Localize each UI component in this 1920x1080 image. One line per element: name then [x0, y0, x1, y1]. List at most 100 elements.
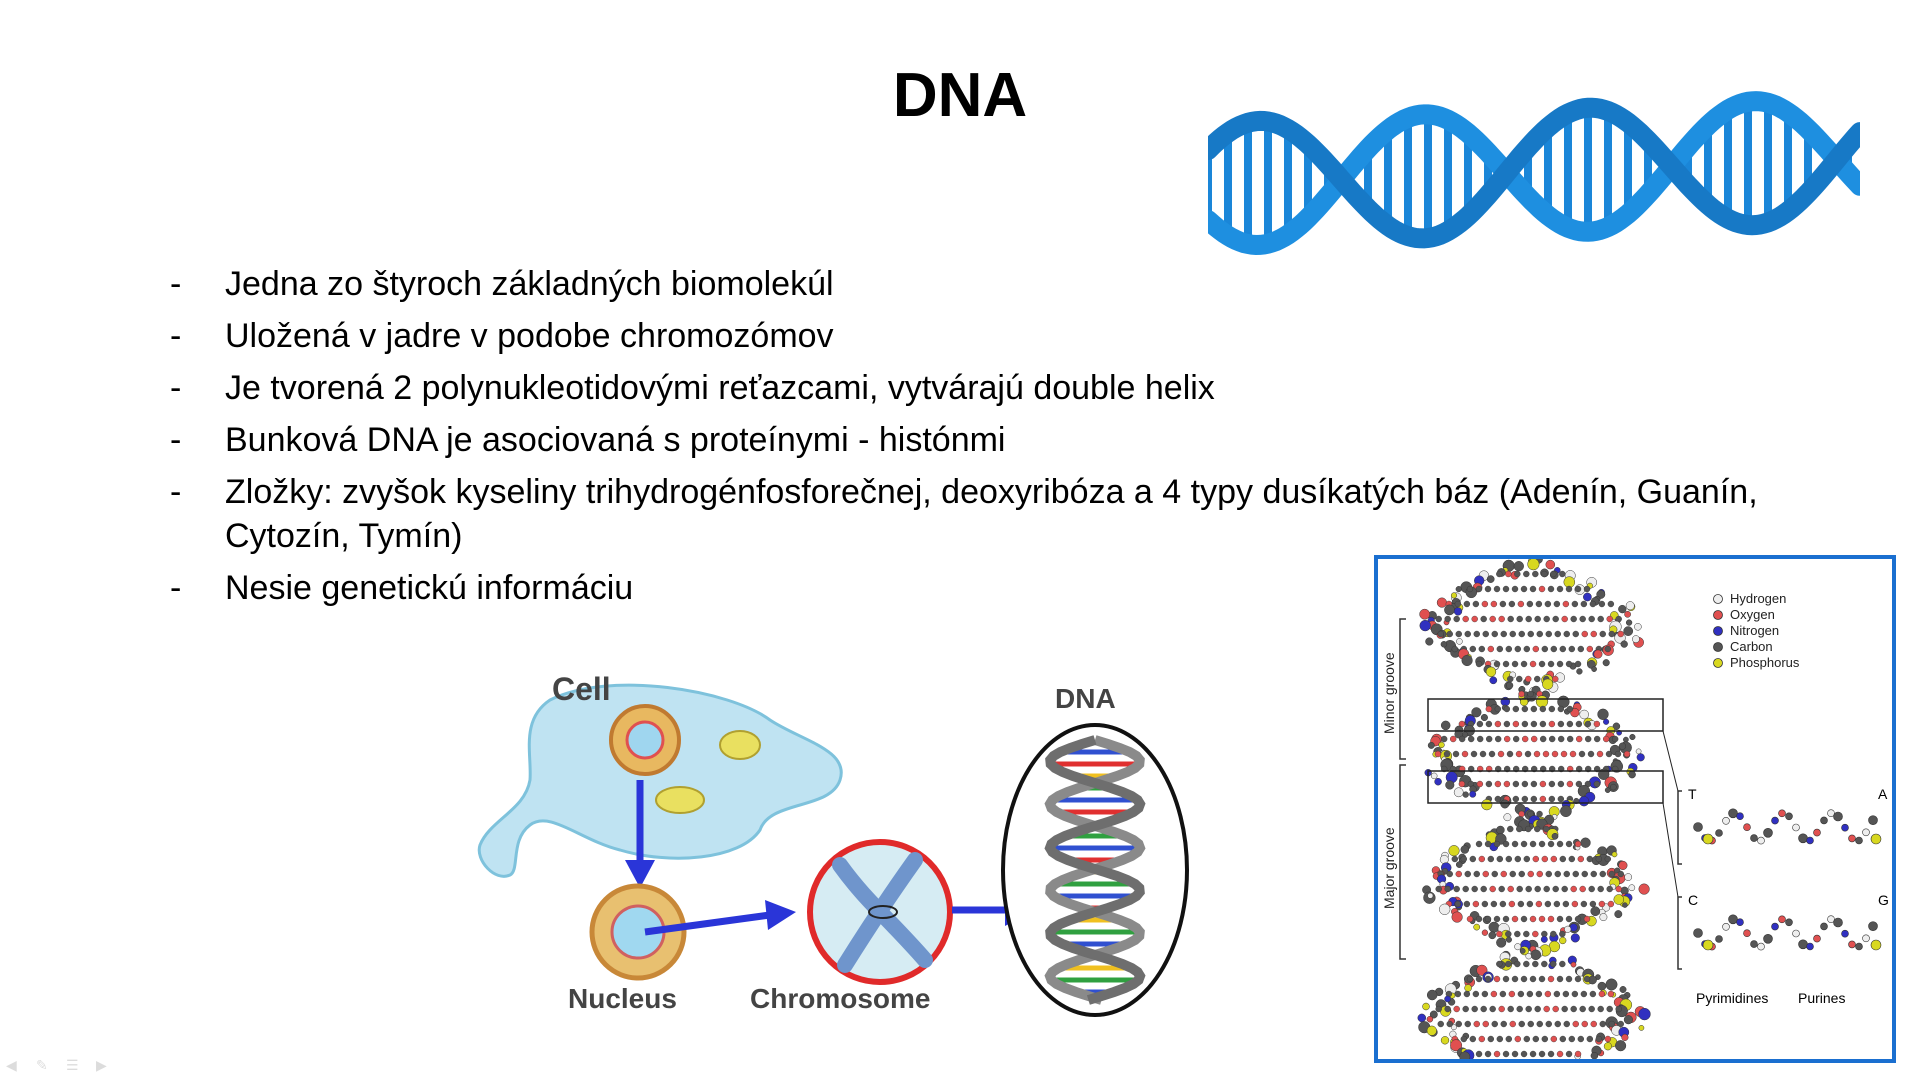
- atom: [1623, 1015, 1633, 1025]
- atom: [1446, 870, 1453, 878]
- atom: [1484, 975, 1492, 983]
- atom: [1535, 600, 1543, 608]
- atom: [1608, 1020, 1615, 1028]
- atom: [1588, 1005, 1595, 1013]
- atom: [1521, 735, 1529, 743]
- atom: [1559, 1035, 1567, 1043]
- atom: [1532, 645, 1540, 653]
- atom: [1550, 570, 1557, 578]
- atom: [1595, 855, 1603, 863]
- atom: [1579, 615, 1586, 623]
- atom: [1446, 630, 1453, 638]
- bullet-item: -Bunková DNA je asociovaná s proteínymi …: [165, 418, 1765, 462]
- atom: [1523, 570, 1530, 578]
- bullet-text: Bunková DNA je asociovaná s proteínymi -…: [225, 421, 1006, 459]
- atom: [1580, 600, 1588, 608]
- atom: [1463, 600, 1471, 608]
- pair-atom: [1813, 934, 1821, 943]
- atom: [1484, 585, 1492, 593]
- atom: [1530, 795, 1538, 803]
- atom: [1521, 780, 1529, 788]
- atom: [1496, 937, 1507, 948]
- next-arrow-icon[interactable]: ▶: [96, 1057, 107, 1073]
- arrow-head: [765, 900, 796, 930]
- atom: [1464, 984, 1472, 992]
- atom: [1539, 720, 1547, 728]
- atom: [1607, 600, 1615, 608]
- prev-arrow-icon[interactable]: ◀: [6, 1057, 17, 1073]
- pair-atom: [1833, 917, 1843, 928]
- legend-dot: [1713, 658, 1723, 668]
- atom: [1437, 1020, 1444, 1028]
- atom: [1499, 990, 1507, 998]
- atom: [1607, 990, 1615, 998]
- base-a-label: A: [1878, 786, 1888, 802]
- pen-icon[interactable]: ✎: [36, 1057, 48, 1073]
- legend-dot: [1713, 610, 1723, 620]
- atom: [1471, 885, 1478, 893]
- atom: [1597, 885, 1604, 893]
- atom: [1472, 900, 1480, 908]
- atom: [1484, 915, 1492, 923]
- atom: [1430, 772, 1438, 780]
- highlight-box: [1427, 698, 1664, 732]
- atom: [1536, 870, 1543, 878]
- atom: [1417, 1013, 1427, 1023]
- atom: [1462, 1005, 1469, 1013]
- atom: [1547, 585, 1555, 593]
- atom: [1568, 645, 1576, 653]
- atom: [1475, 1050, 1483, 1058]
- atom: [1553, 600, 1561, 608]
- atom: [1552, 1005, 1559, 1013]
- atom: [1557, 780, 1565, 788]
- atom: [1450, 1024, 1457, 1031]
- pair-atom: [1750, 940, 1758, 948]
- atom: [1623, 626, 1634, 636]
- atom: [1527, 690, 1534, 698]
- menu-icon[interactable]: ☰: [66, 1057, 79, 1073]
- atom: [1444, 604, 1455, 616]
- pair-atom: [1736, 812, 1744, 821]
- atom: [1559, 936, 1567, 945]
- atom: [1494, 735, 1502, 743]
- atom: [1597, 981, 1607, 991]
- atom: [1602, 735, 1610, 743]
- atom: [1527, 559, 1540, 571]
- atom: [1562, 990, 1570, 998]
- atom: [1517, 900, 1525, 908]
- atom: [1456, 638, 1463, 645]
- atom: [1534, 675, 1541, 683]
- atom: [1559, 855, 1567, 863]
- atom: [1615, 1005, 1622, 1013]
- atom: [1550, 645, 1558, 653]
- atom: [1540, 935, 1548, 943]
- atom: [1502, 585, 1510, 593]
- atom: [1604, 645, 1612, 653]
- atom: [1534, 615, 1541, 623]
- atom: [1493, 840, 1501, 848]
- atom: [1621, 1033, 1629, 1041]
- pair-atom: [1728, 808, 1738, 819]
- atom: [1494, 720, 1502, 728]
- atom: [1532, 855, 1540, 863]
- atom: [1532, 960, 1539, 968]
- atom: [1469, 645, 1477, 653]
- base-c-label: C: [1688, 892, 1698, 908]
- atom: [1556, 660, 1564, 668]
- bullet-item: -Nesie genetickú informáciu: [165, 566, 1765, 610]
- atom: [1541, 645, 1549, 653]
- atom: [1502, 1050, 1510, 1058]
- atom: [1440, 735, 1448, 743]
- atom: [1579, 885, 1586, 893]
- atom: [1520, 1050, 1528, 1058]
- atom: [1455, 1020, 1462, 1028]
- atom: [1427, 892, 1434, 899]
- atom: [1541, 960, 1548, 968]
- atom: [1514, 960, 1521, 968]
- atom: [1561, 1005, 1568, 1013]
- atom: [1593, 720, 1601, 728]
- atom: [1505, 855, 1513, 863]
- pair-atom: [1792, 823, 1800, 832]
- atom: [1564, 925, 1572, 933]
- pair-atom: [1757, 942, 1765, 951]
